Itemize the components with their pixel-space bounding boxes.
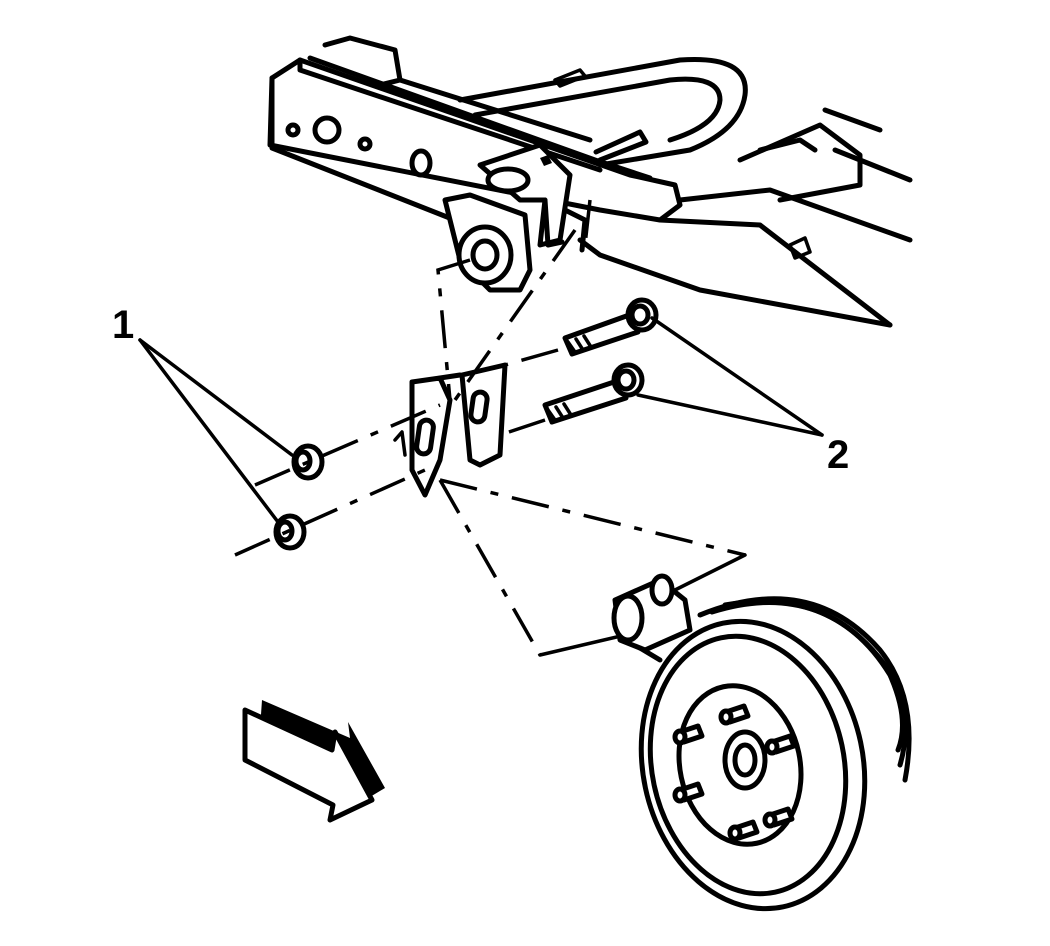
axle-mount-bracket xyxy=(393,362,508,498)
callout-1-nuts: 1 xyxy=(112,303,134,347)
axle-tube xyxy=(611,573,693,663)
frame-crossmember xyxy=(267,35,913,328)
forward-direction-arrow-icon xyxy=(242,700,385,823)
callout-2-bolts: 2 xyxy=(827,433,849,477)
bolt-lower xyxy=(542,362,645,425)
assembly-lines xyxy=(234,199,747,657)
frame-bracket xyxy=(442,142,588,293)
wheel-studs xyxy=(672,703,797,842)
callout-leaders xyxy=(138,316,824,524)
bolt-upper xyxy=(562,297,659,357)
brake-drum xyxy=(638,596,912,912)
